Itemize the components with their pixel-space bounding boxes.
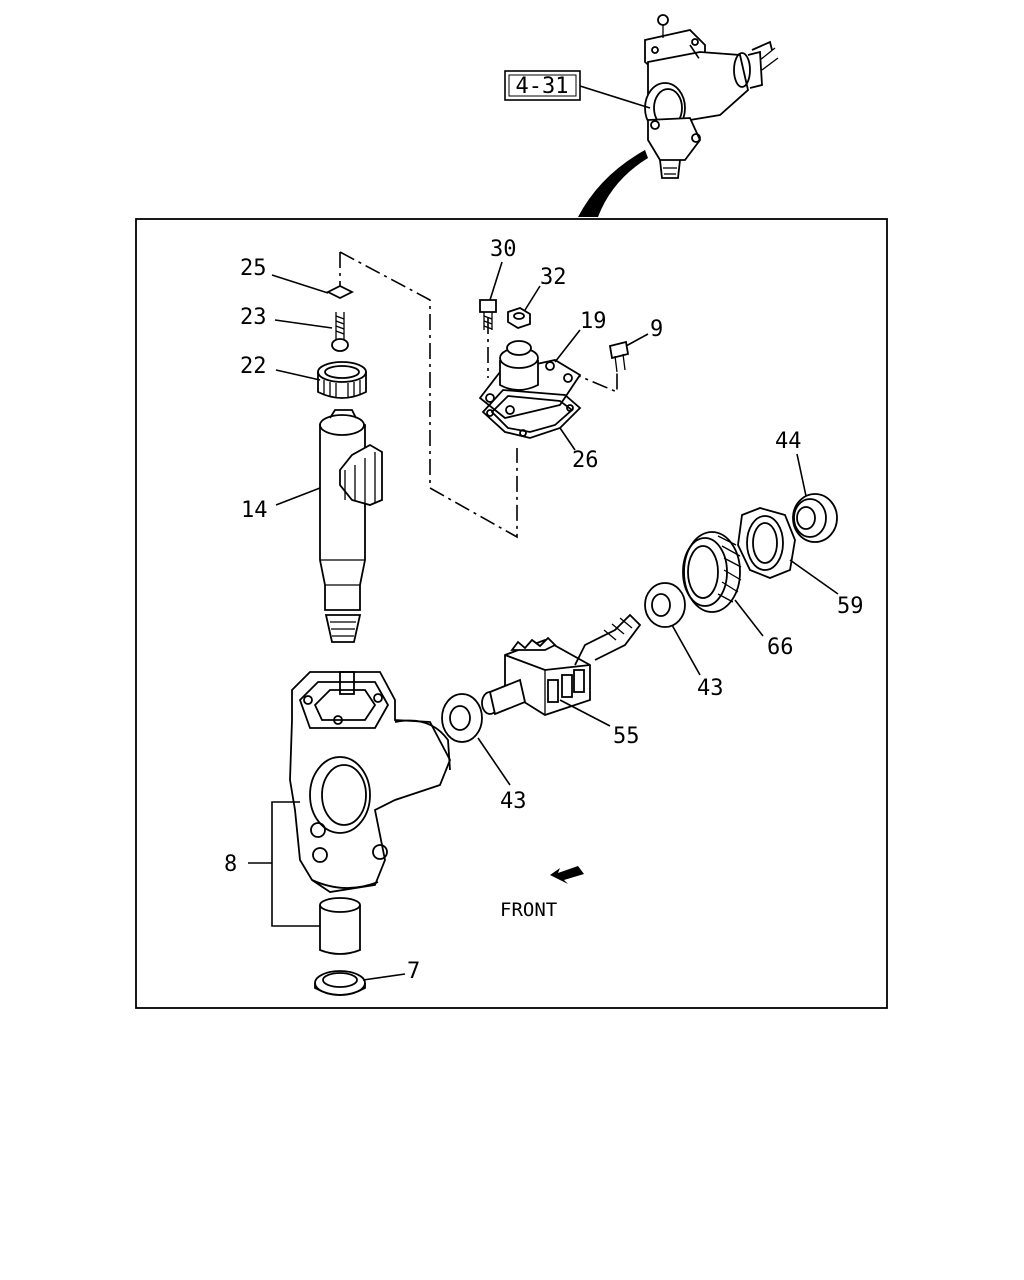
part-59-locknut xyxy=(737,507,796,579)
callout-55[interactable]: 55 xyxy=(613,724,640,749)
part-66-adjuster-plug xyxy=(682,531,742,613)
part-23-screw xyxy=(331,312,349,352)
detail-frame xyxy=(135,218,888,1009)
front-label: FRONT xyxy=(500,899,557,921)
part-8-bushing xyxy=(319,897,361,955)
callout-32[interactable]: 32 xyxy=(540,265,567,290)
part-14-sector-shaft xyxy=(319,409,383,643)
callout-23[interactable]: 23 xyxy=(240,305,267,330)
detail-arrow xyxy=(578,150,648,217)
reference-label: 4-31 xyxy=(516,74,569,99)
part-26-gasket xyxy=(481,389,582,439)
callout-66[interactable]: 66 xyxy=(767,635,794,660)
part-25-plate xyxy=(325,284,355,300)
part-8-gear-housing xyxy=(289,671,451,893)
part-22-bearing xyxy=(317,361,367,399)
callout-14[interactable]: 14 xyxy=(241,498,268,523)
reference-callout[interactable]: 4-31 xyxy=(504,70,651,109)
callout-26[interactable]: 26 xyxy=(572,448,599,473)
callout-8[interactable]: 8 xyxy=(224,852,237,877)
callout-44[interactable]: 44 xyxy=(775,429,802,454)
part-44-bearing xyxy=(792,493,838,543)
callout-43-lower[interactable]: 43 xyxy=(500,789,527,814)
front-direction: FRONT xyxy=(500,866,584,921)
assembly-thumbnail xyxy=(644,14,779,179)
part-9-bolt xyxy=(608,340,630,373)
callout-labels: 25 23 22 14 30 32 19 9 26 44 59 66 43 55… xyxy=(224,237,864,984)
callout-59[interactable]: 59 xyxy=(837,594,864,619)
callout-22[interactable]: 22 xyxy=(240,354,267,379)
callout-43-upper[interactable]: 43 xyxy=(697,676,724,701)
callout-7[interactable]: 7 xyxy=(407,959,420,984)
part-7-seal-ring xyxy=(314,970,366,996)
part-43-seal-lower xyxy=(441,693,483,743)
part-55-valve-assembly xyxy=(481,613,642,716)
callout-9[interactable]: 9 xyxy=(650,317,663,342)
front-arrow-icon xyxy=(550,866,584,884)
part-19-cover xyxy=(478,340,582,419)
leader-lines xyxy=(248,261,839,981)
part-43-seal-upper xyxy=(644,582,686,628)
callout-30[interactable]: 30 xyxy=(490,237,517,262)
part-32-nut xyxy=(507,307,531,329)
callout-19[interactable]: 19 xyxy=(580,309,607,334)
callout-25[interactable]: 25 xyxy=(240,256,267,281)
